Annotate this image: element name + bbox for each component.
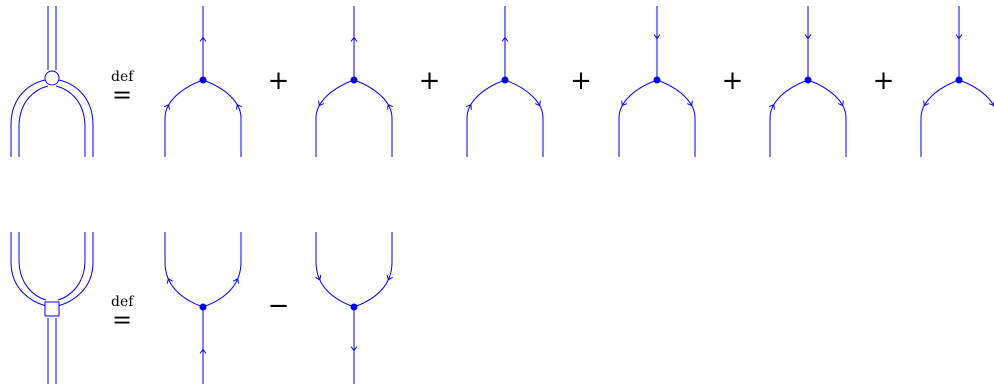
propagator-arm-right-line xyxy=(958,79,994,108)
arm-left-arrow-icon xyxy=(769,103,775,110)
row1-equals-sign: = xyxy=(112,81,132,109)
vertex-dot xyxy=(350,76,358,84)
propagator-arm-right-line xyxy=(504,79,544,157)
stem-arrow-icon xyxy=(804,34,812,40)
propagator-arm-left-line xyxy=(618,79,658,157)
arm-left-arrow-icon xyxy=(315,274,322,281)
arm-right-arrow-icon xyxy=(386,274,393,281)
stem-arrow-icon xyxy=(501,36,509,42)
propagator-arm-left-line xyxy=(315,79,355,157)
row2-terms: − xyxy=(164,232,393,384)
propagator-arm-left-line xyxy=(466,79,506,157)
row2-def-label: def xyxy=(111,294,135,310)
arm-left-arrow-icon xyxy=(164,103,170,110)
row1-plus-sign: + xyxy=(570,66,592,96)
arm-right-arrow-icon xyxy=(837,100,844,107)
row2-lhs-inner-fork-right xyxy=(57,232,86,301)
row1-term-4 xyxy=(618,6,696,157)
row1-plus-sign: + xyxy=(873,66,895,96)
propagator-arm-left-line xyxy=(315,232,355,308)
arm-right-arrow-icon xyxy=(686,100,693,107)
row1-lhs-inner-arch-right xyxy=(55,85,86,157)
arm-left-arrow-icon xyxy=(466,103,472,110)
arm-left-arrow-icon xyxy=(166,278,173,284)
stem-arrow-icon xyxy=(955,34,963,40)
vertex-dot xyxy=(199,303,207,311)
row2-lhs-vertex-square xyxy=(10,232,94,384)
vertex-dot xyxy=(653,76,661,84)
propagator-arm-right-line xyxy=(353,232,393,308)
row1-plus-sign: + xyxy=(419,66,441,96)
vertex-dot xyxy=(350,303,358,311)
arm-left-arrow-icon xyxy=(621,100,628,107)
arm-right-arrow-icon xyxy=(534,100,541,107)
vertex-dot xyxy=(804,76,812,84)
row1-lhs-vertex-circle-shape xyxy=(44,70,60,86)
propagator-arm-left-line xyxy=(920,79,960,157)
row1-lhs-inner-arch xyxy=(18,85,49,157)
row1-terms: + + + + + xyxy=(164,6,994,157)
row2-term-1 xyxy=(164,232,242,384)
propagator-arm-right-line xyxy=(202,232,242,308)
row1-term-6 xyxy=(920,6,994,157)
arm-right-arrow-icon xyxy=(236,103,242,110)
stem-arrow-icon xyxy=(350,36,358,42)
stem-arrow-icon xyxy=(199,36,207,42)
row2-term-2 xyxy=(315,232,393,384)
row1-term-2 xyxy=(315,6,393,157)
propagator-arm-left-line xyxy=(164,79,204,157)
row1-lhs-vertex-circle xyxy=(10,6,94,157)
arm-left-arrow-icon xyxy=(923,100,930,107)
row1-term-3 xyxy=(466,6,544,157)
row1-plus-sign: + xyxy=(268,66,290,96)
vertex-dot xyxy=(199,76,207,84)
row1-plus-sign: + xyxy=(722,66,744,96)
arm-right-arrow-icon xyxy=(233,278,240,284)
propagator-arm-right-line xyxy=(656,79,696,157)
propagator-arm-right-line xyxy=(202,79,242,157)
row1-lhs-outer-arch-right xyxy=(57,79,94,157)
row2-lhs-outer-fork-right xyxy=(57,232,94,307)
row1-term-1 xyxy=(164,6,242,157)
row1-def-label: def xyxy=(111,69,135,85)
row1-lhs-outer-arch xyxy=(10,79,47,157)
propagator-arm-left-line xyxy=(769,79,809,157)
stem-arrow-icon xyxy=(199,348,207,354)
propagator-arm-left-line xyxy=(164,232,204,308)
stem-arrow-icon xyxy=(350,346,358,352)
row2-equals-sign: = xyxy=(112,306,132,334)
arm-left-arrow-icon xyxy=(318,100,325,107)
vertex-dot xyxy=(955,76,963,84)
row2-minus-sign: − xyxy=(268,291,290,321)
stem-arrow-icon xyxy=(653,34,661,40)
row2-lhs-outer-fork-left xyxy=(10,232,47,307)
propagator-arm-right-line xyxy=(353,79,393,157)
row2-lhs-inner-fork-left xyxy=(18,232,47,301)
row2-lhs-vertex-square-shape xyxy=(44,301,60,317)
arm-right-arrow-icon xyxy=(387,103,393,110)
vertex-dot xyxy=(501,76,509,84)
propagator-arm-right-line xyxy=(807,79,847,157)
row1-term-5 xyxy=(769,6,847,157)
